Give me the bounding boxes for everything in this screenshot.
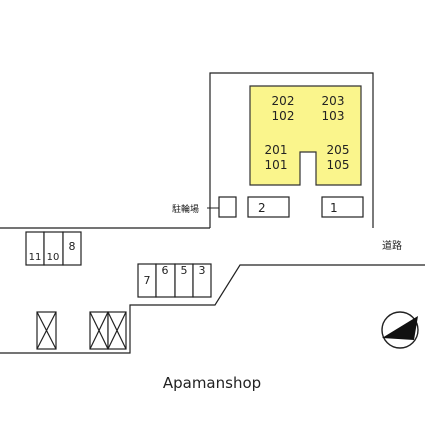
parking-label-5: 5: [181, 264, 188, 277]
crossed-box-right: [107, 311, 127, 350]
road-edge: [0, 264, 425, 354]
north-arrow-icon: [381, 311, 419, 349]
apartment-building: [249, 85, 362, 186]
parking-label-6: 6: [162, 264, 169, 277]
crossed-box-middle: [89, 311, 109, 350]
room-102: 102: [272, 109, 295, 123]
bicycle-parking-box: [218, 196, 237, 218]
lot-boundary: [209, 72, 374, 228]
parking-label-3: 3: [199, 264, 206, 277]
parking-space-8: [62, 231, 82, 266]
road-label: 道路: [382, 239, 402, 252]
bicycle-parking-label: 駐輪場: [172, 203, 199, 215]
room-203: 203: [322, 94, 345, 108]
brand-logo: Apamanshop: [163, 374, 261, 392]
parking-label-7: 7: [144, 274, 151, 287]
parking-label-10: 10: [47, 252, 60, 263]
parking-space-2: [247, 196, 290, 218]
parking-space-3: [192, 263, 212, 298]
parking-space-1: [321, 196, 364, 218]
room-205: 205: [327, 143, 350, 157]
parking-label-2: 2: [258, 201, 266, 215]
parking-label-11: 11: [29, 252, 42, 263]
crossed-box-left: [36, 311, 57, 350]
room-105: 105: [327, 158, 350, 172]
room-201: 201: [265, 143, 288, 157]
room-103: 103: [322, 109, 345, 123]
room-202: 202: [272, 94, 295, 108]
parking-label-8: 8: [69, 240, 76, 253]
parking-label-1: 1: [330, 201, 338, 215]
room-101: 101: [265, 158, 288, 172]
